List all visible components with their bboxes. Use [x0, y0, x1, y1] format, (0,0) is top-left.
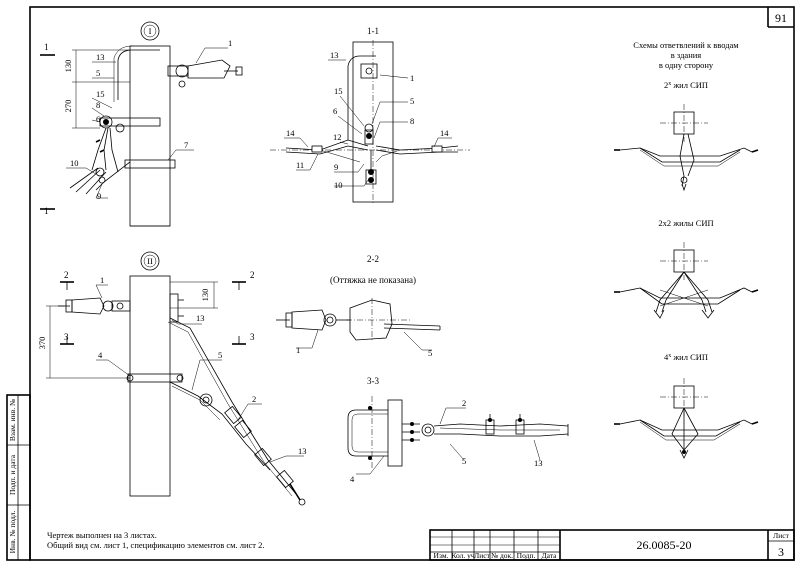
- sheet-frame: [29, 6, 795, 561]
- callout-s11-12: 12: [333, 132, 342, 142]
- tb-header-sign: Подп.: [517, 551, 536, 560]
- callout-v2-5: 5: [218, 350, 222, 360]
- note-line-2: Общий вид см. лист 1, спецификацию элеме…: [47, 540, 265, 550]
- stamp-original-inventory: Инв. № подл.: [8, 511, 17, 554]
- tb-header-sheet: Лист: [474, 551, 490, 560]
- dim-130-view-1: 130: [63, 60, 73, 73]
- scheme-3-diagram: [614, 378, 759, 459]
- stamp-replacement: Взам. инв. №: [8, 399, 17, 441]
- section-mark-1-bottom: 1: [44, 206, 49, 216]
- callout-v1-6: 6: [96, 114, 100, 124]
- callout-v1-8: 8: [96, 100, 100, 110]
- schemes-title-3: в одну сторону: [659, 60, 714, 70]
- callout-v1-7: 7: [184, 140, 188, 150]
- scheme-3-label: 4х жил СИП: [664, 352, 708, 362]
- dim-370-view-2: 370: [37, 337, 47, 350]
- section-mark-2-right: 2: [250, 270, 255, 280]
- section-1-1: 1-1 13 1 15 5: [270, 26, 470, 205]
- callout-v2-4: 4: [98, 350, 103, 360]
- dim-130-view-2: 130: [200, 289, 210, 302]
- callout-s11-6: 6: [333, 106, 337, 116]
- scheme-2-diagram: [614, 242, 759, 319]
- callout-v1-9: 9: [97, 191, 101, 201]
- callout-v1-10: 10: [70, 158, 79, 168]
- callout-v2-13-bottom: 13: [298, 446, 307, 456]
- title-block: Изм. Кол. уч Лист № док. Подп. Дата 26.0…: [429, 529, 795, 561]
- document-code: 26.0085-20: [637, 538, 692, 552]
- callout-s11-10: 10: [334, 180, 343, 190]
- pole-view-2: [129, 275, 171, 497]
- view-2: II 2 2 3 3 370 130: [37, 251, 307, 506]
- section-2-2: 2-2 (Оттяжка не показана) 1 5: [276, 254, 441, 358]
- section-1-1-title: 1-1: [367, 26, 379, 36]
- section-3-3-title: 3-3: [367, 376, 379, 386]
- callout-s22-1: 1: [296, 345, 300, 355]
- scheme-2-label: 2x2 жилы СИП: [658, 218, 713, 228]
- callout-v1-5: 5: [96, 68, 100, 78]
- callout-v1-15: 15: [96, 89, 105, 99]
- section-3-3: 3-3 2 5 13 4: [347, 376, 569, 484]
- tb-header-doc: № док.: [491, 551, 513, 560]
- callout-s33-2: 2: [462, 398, 466, 408]
- stamp-signature-date: Подп. и дата: [8, 454, 17, 495]
- callout-s33-5: 5: [462, 456, 466, 466]
- sheet-number: 3: [778, 545, 784, 559]
- tb-header-qty: Кол. уч: [451, 551, 475, 560]
- callout-s11-11: 11: [296, 160, 304, 170]
- dim-270-view-1: 270: [63, 100, 73, 113]
- callout-s11-14-left: 14: [286, 128, 295, 138]
- note-line-1: Чертеж выполнен на 3 листах.: [47, 530, 157, 540]
- callout-v1-13: 13: [96, 52, 105, 62]
- callout-v2-13-top: 13: [196, 313, 205, 323]
- callout-s22-5: 5: [428, 348, 432, 358]
- callout-s11-9: 9: [334, 162, 338, 172]
- callout-s11-8: 8: [410, 116, 414, 126]
- section-2-2-title: 2-2: [367, 254, 379, 264]
- schemes-title-1: Схемы ответвлений к вводам: [633, 40, 739, 50]
- tb-header-date: Дата: [542, 551, 558, 560]
- view-1: I 1 1 130 270: [40, 21, 243, 227]
- callout-s11-14-right: 14: [440, 128, 449, 138]
- callout-s11-5: 5: [410, 96, 414, 106]
- branch-schemes: Схемы ответвлений к вводам в здания в од…: [614, 40, 759, 459]
- callout-s11-13: 13: [330, 50, 339, 60]
- callout-s33-13: 13: [534, 458, 543, 468]
- tb-header-change: Изм.: [434, 551, 449, 560]
- callout-v1-1: 1: [228, 38, 232, 48]
- view-1-label: I: [149, 26, 152, 36]
- section-mark-2-left: 2: [64, 270, 69, 280]
- view-2-label: II: [147, 256, 153, 266]
- callout-s11-15: 15: [334, 86, 343, 96]
- section-2-2-subtitle: (Оттяжка не показана): [330, 275, 416, 285]
- callout-v2-2: 2: [252, 394, 256, 404]
- schemes-title-2: в здания: [671, 50, 702, 60]
- section-mark-1-top: 1: [44, 42, 49, 52]
- sheet-number-top: 91: [775, 11, 787, 25]
- callout-s33-4: 4: [350, 474, 355, 484]
- side-stamp: Взам. инв. № Подп. и дата Инв. № подл.: [6, 394, 31, 561]
- callout-s11-1: 1: [410, 73, 414, 83]
- callout-v2-1: 1: [100, 275, 104, 285]
- section-mark-3-left: 3: [64, 332, 69, 342]
- section-mark-3-right: 3: [250, 332, 255, 342]
- scheme-1-diagram: [614, 104, 759, 192]
- sheet-label: Лист: [773, 531, 789, 540]
- scheme-1-label: 2х жил СИП: [664, 80, 708, 90]
- pole-view-1: [129, 45, 171, 227]
